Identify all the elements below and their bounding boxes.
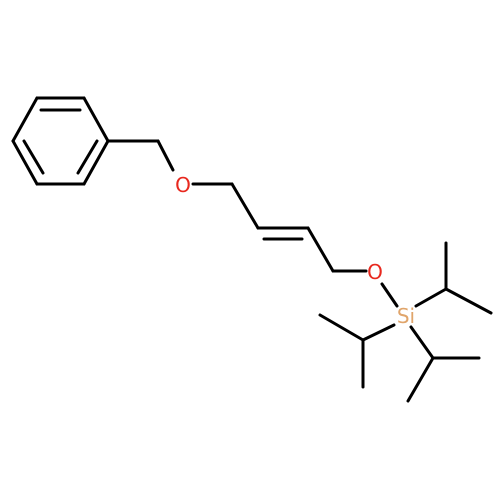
benzene-ring (11, 96, 110, 186)
ring-inner-double-bond (76, 139, 99, 175)
isopropyl-2-methyl (318, 313, 365, 342)
oxygen-atom-label: O (175, 173, 191, 197)
bond-alkene-ch2 (306, 226, 335, 273)
bond-si-isopropyl-3 (409, 325, 435, 360)
bond-ch2-o1 (156, 139, 175, 172)
ring-inner-double-bond (22, 139, 45, 175)
bond-si-isopropyl-1 (414, 287, 448, 308)
bond-si-isopropyl-2 (361, 323, 396, 342)
bond-o2-si (380, 282, 399, 308)
ring-bond (11, 96, 39, 143)
ring-bond (82, 96, 110, 143)
bond-ch2-alkene (230, 182, 260, 230)
ring-bond (82, 139, 110, 186)
isopropyl-1-methyl (444, 287, 493, 315)
oxygen-atom-label: O (367, 260, 383, 284)
isopropyl-3-methyl (406, 356, 435, 403)
silicon-atom-label: Si (397, 304, 415, 328)
ring-bond (11, 139, 39, 186)
